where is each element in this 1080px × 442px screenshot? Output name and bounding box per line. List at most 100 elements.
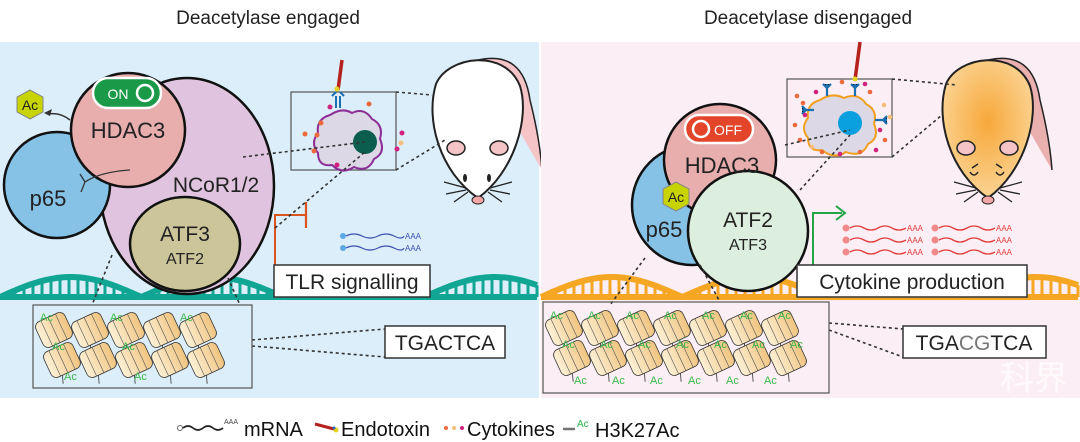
svg-text:Cytokines: Cytokines — [467, 419, 555, 441]
nucleosome — [179, 312, 217, 354]
mrna-tail: AAA — [907, 248, 924, 257]
cytokine-dot — [857, 149, 863, 155]
cytokine-dot — [862, 81, 868, 87]
svg-text:Ac: Ac — [668, 189, 684, 205]
h3k27ac-mark: Ac — [714, 339, 727, 351]
svg-text:Cytokine production: Cytokine production — [819, 271, 1005, 294]
atf3-label: ATF3 — [160, 223, 210, 246]
svg-text:H3K27Ac: H3K27Ac — [595, 420, 680, 442]
h3k27ac-mark: Ac — [110, 312, 123, 324]
nucleosome — [625, 340, 663, 382]
cytokine-dot — [887, 114, 893, 120]
tlr-signalling-label: TLR signalling — [273, 264, 431, 298]
motif-label: TGACTCA — [384, 325, 506, 359]
nucleosome — [733, 340, 771, 382]
nucleosome — [725, 310, 763, 352]
cytokine-production-label: Cytokine production — [796, 264, 1028, 298]
atf3-label: ATF3 — [729, 237, 767, 254]
h3k27ac-mark: Ac — [650, 375, 663, 387]
mrna-transcripts: AAA AAA — [340, 232, 422, 253]
cytokine-dot — [873, 147, 879, 153]
svg-text:Ac: Ac — [577, 419, 589, 430]
svg-text:TGACGTCA: TGACGTCA — [916, 332, 1033, 355]
mrna-strand — [849, 249, 907, 255]
h3k27ac-mark: Ac — [588, 310, 601, 322]
hdac3-label: HDAC3 — [685, 153, 760, 178]
nucleosome — [545, 310, 583, 352]
legend-mrna: AAA mRNA — [177, 419, 304, 441]
p65-label: p65 — [646, 217, 683, 242]
mrna-strand — [938, 249, 996, 255]
nucleosome — [115, 342, 153, 384]
h3k27ac-mark: Ac — [752, 339, 765, 351]
h3k27ac-mark: Ac — [790, 339, 803, 351]
svg-text:Endotoxin: Endotoxin — [341, 419, 430, 441]
mrna-strand — [938, 237, 996, 243]
arrow-head-icon — [835, 205, 847, 221]
cytokine-dot — [809, 144, 815, 150]
h3k27ac-mark: Ac — [702, 310, 715, 322]
svg-text:Ac: Ac — [22, 97, 38, 113]
cytokine-dot — [813, 89, 819, 95]
h3k27ac-mark: Ac — [676, 339, 689, 351]
nucleosome — [589, 340, 627, 382]
nucleosome — [553, 340, 591, 382]
h3k27ac-mark: Ac — [664, 310, 677, 322]
acetyl-badge: Ac — [16, 89, 44, 120]
mrna-strand — [938, 225, 996, 231]
nucleosome — [617, 310, 655, 352]
cytokine-dot — [802, 112, 808, 118]
h3k27ac-mark: Ac — [740, 310, 753, 322]
mrna-tail: AAA — [405, 232, 422, 241]
svg-text:mRNA: mRNA — [244, 419, 304, 441]
cytokine-dot — [881, 102, 887, 108]
endotoxin-icon — [314, 422, 335, 431]
off-toggle: OFF — [683, 113, 755, 145]
left-panel-title: Deacetylase engaged — [176, 8, 360, 29]
cytokine-dot — [794, 93, 800, 99]
nucleosome — [697, 340, 735, 382]
mrna-cap — [842, 236, 850, 244]
h3k27ac-mark: Ac — [726, 375, 739, 387]
legend: AAA mRNA Endotoxin Cytokines Ac H3K27Ac — [177, 419, 680, 442]
h3k27ac-mark: Ac — [122, 341, 135, 353]
right-panel-title: Deacetylase disengaged — [704, 8, 912, 29]
endotoxin-icon — [853, 41, 862, 81]
h3k27ac-mark: Ac — [600, 339, 613, 351]
p65-label: p65 — [30, 186, 67, 211]
h3k27ac-mark: Ac — [52, 341, 65, 353]
nucleosome — [661, 340, 699, 382]
cytokine-dot — [867, 89, 873, 95]
nucleosome — [653, 310, 691, 352]
mrna-cap — [842, 224, 850, 232]
macrophage-inset — [786, 41, 893, 158]
toggle-label: ON — [108, 86, 129, 102]
h3k27ac-mark: Ac — [64, 371, 77, 383]
nucleosome — [107, 312, 145, 354]
cytokine-dot — [837, 151, 843, 157]
svg-text:AAA: AAA — [224, 419, 238, 426]
atf-protein — [686, 169, 810, 293]
nucleosome — [769, 340, 807, 382]
motif-label: TGACGTCA — [902, 325, 1047, 359]
h3k27ac-mark: Ac — [574, 375, 587, 387]
healthy-mouse — [431, 57, 543, 205]
h3k27ac-mark: Ac — [638, 339, 651, 351]
inhibition-arrow — [274, 214, 306, 265]
h3k27ac-mark: Ac — [134, 371, 147, 383]
mrna-tail: AAA — [996, 248, 1013, 257]
mrna-cap — [931, 224, 939, 232]
arrow-head-icon — [44, 109, 52, 116]
mrna-cap — [931, 248, 939, 256]
on-toggle: ON — [91, 76, 163, 110]
endotoxin-icon — [336, 59, 344, 91]
h3k27ac-mark: Ac — [688, 375, 701, 387]
h3k27ac-mark: Ac — [40, 312, 53, 324]
activation-arrow — [812, 212, 842, 265]
atf-protein — [128, 195, 242, 293]
sick-mouse — [941, 57, 1053, 205]
h3k27ac-mark: Ac — [764, 375, 777, 387]
atf2-label: ATF2 — [166, 251, 204, 268]
